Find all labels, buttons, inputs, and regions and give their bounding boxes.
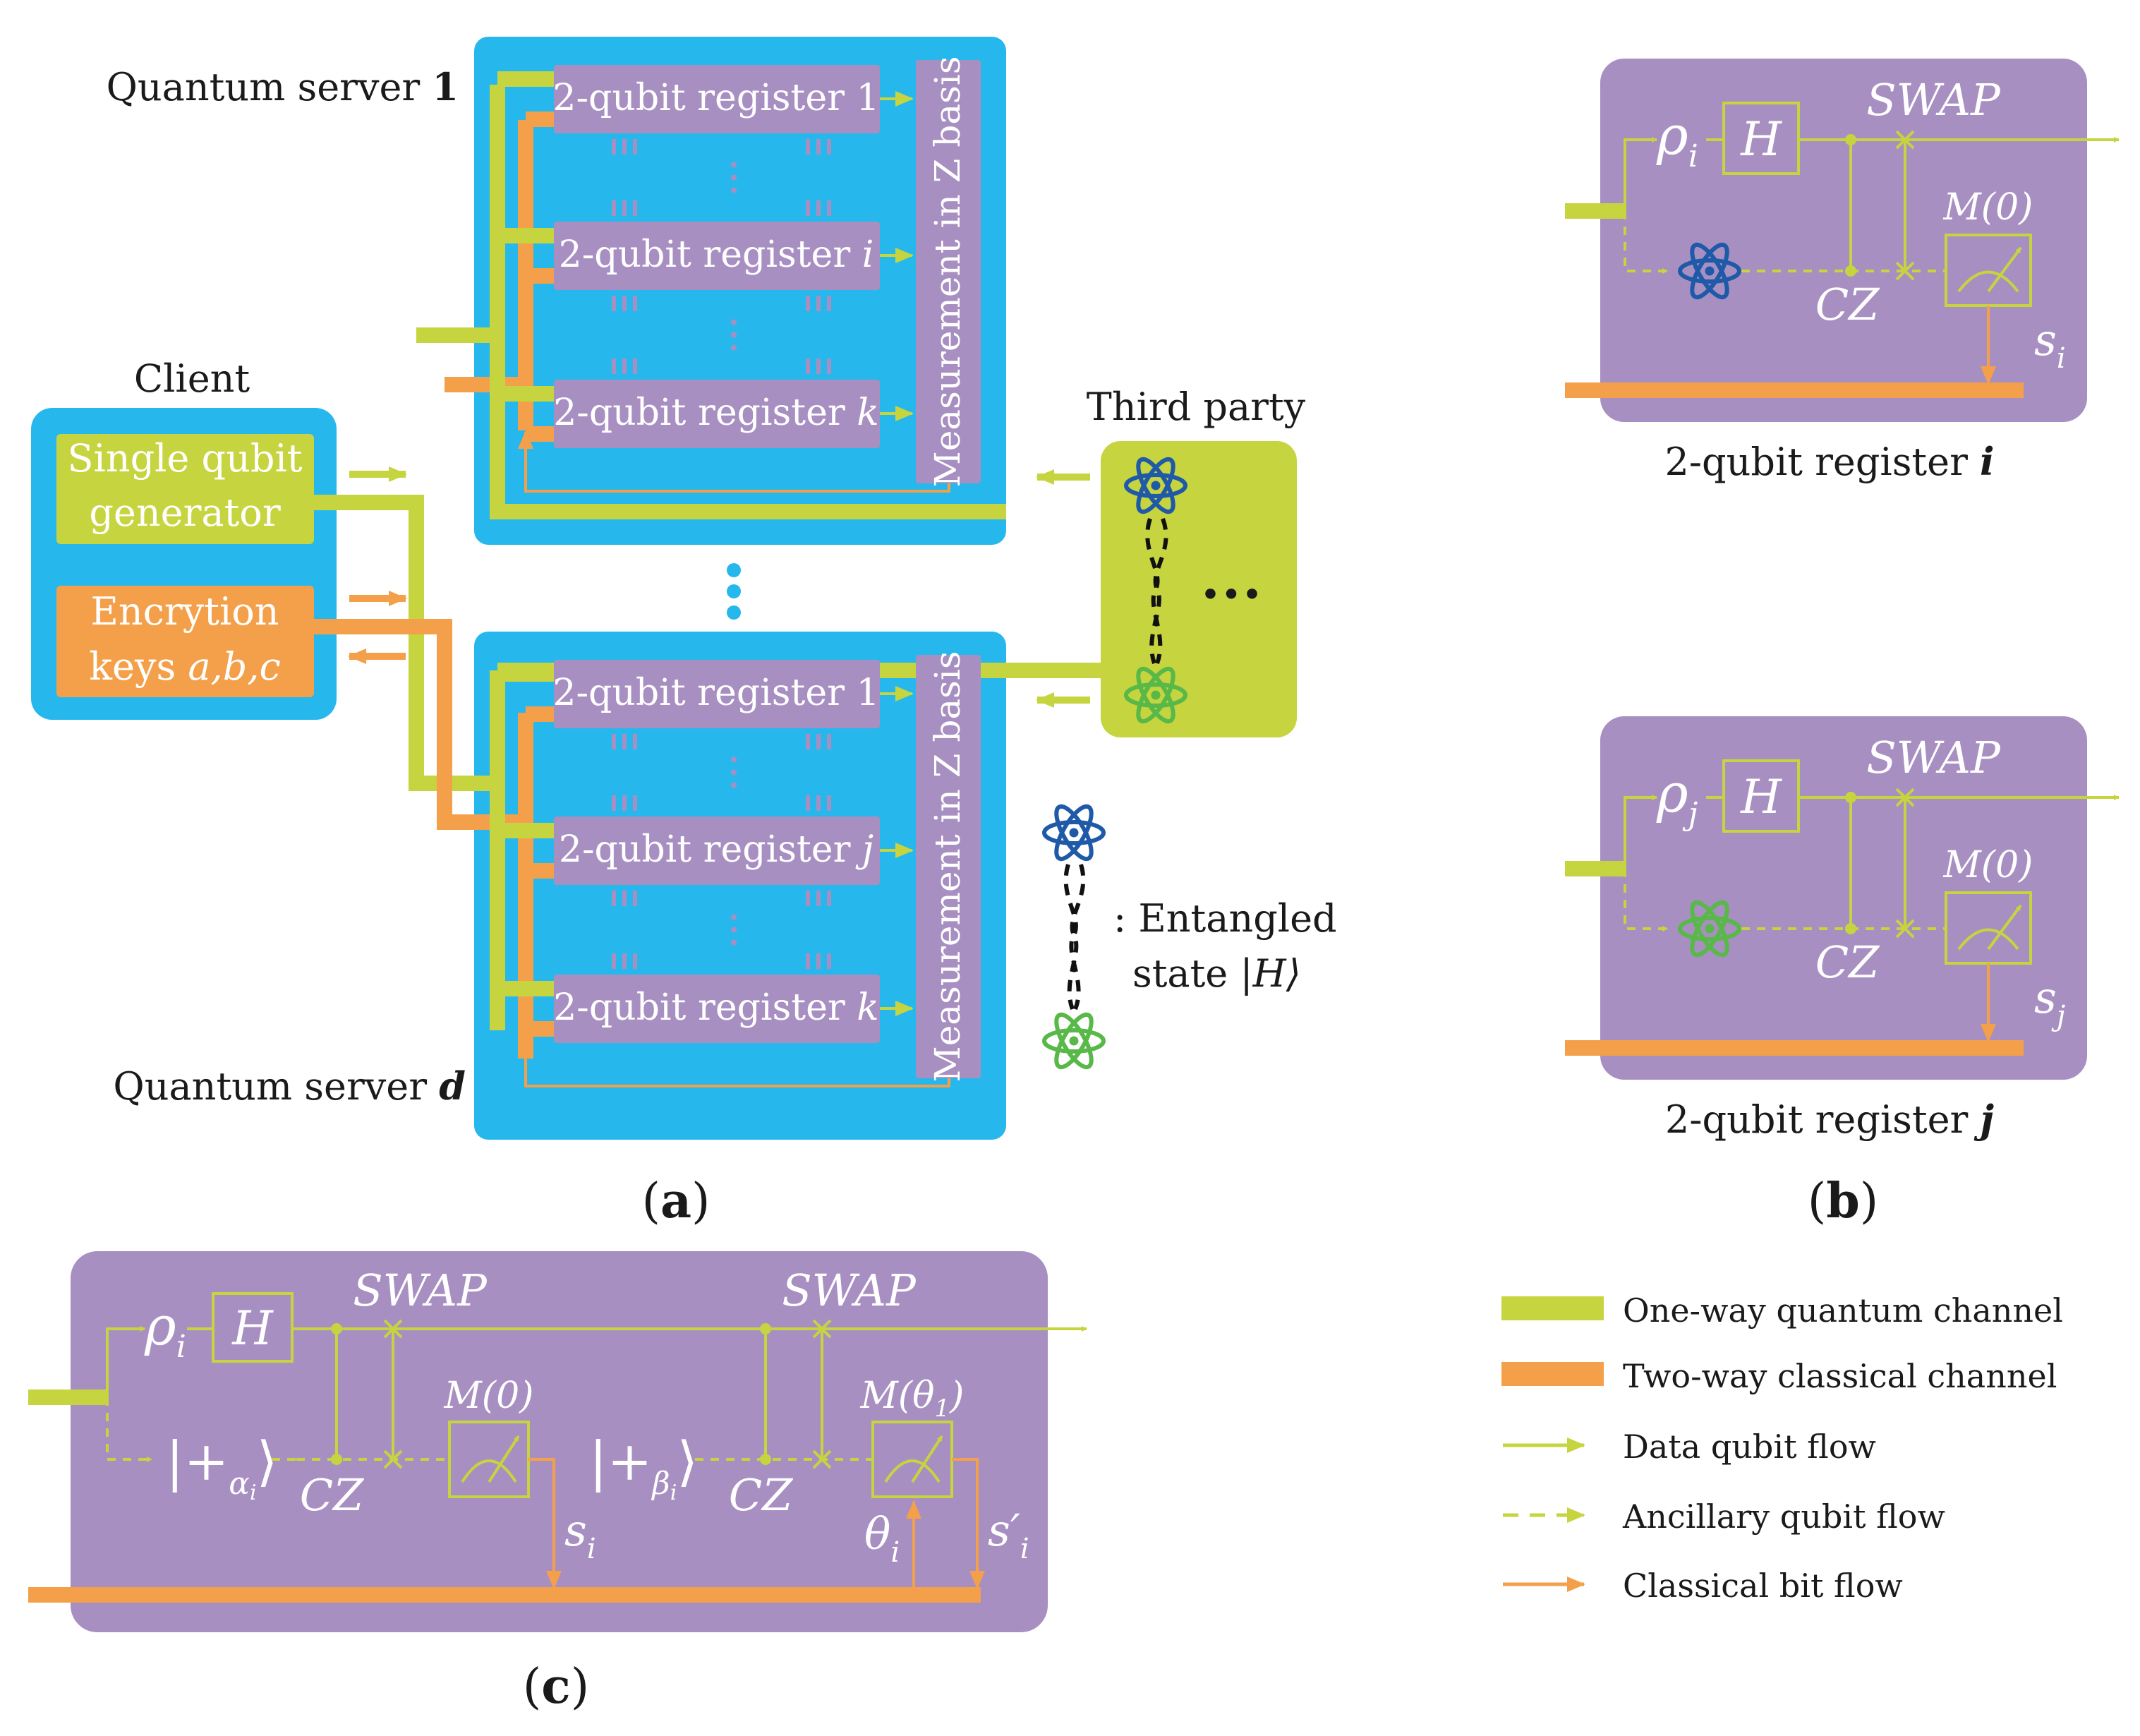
swap-label: SWAP bbox=[1866, 74, 2001, 126]
legend-item-3: Ancillary qubit flow bbox=[1503, 1497, 1945, 1536]
rho-label: ρi bbox=[1656, 104, 1698, 174]
circuit-box bbox=[1600, 716, 2087, 1080]
server-top-measurement-box bbox=[916, 60, 981, 483]
server-bottom-register-label: 2-qubit register k bbox=[553, 987, 879, 1029]
legend-label: Ancillary qubit flow bbox=[1622, 1497, 1945, 1536]
s-label: si bbox=[2034, 314, 2066, 375]
legend-swatch bbox=[1501, 1296, 1604, 1320]
legend-swatch bbox=[1501, 1362, 1604, 1386]
server-top-register-2 bbox=[554, 380, 880, 448]
server-top-register-label: 2-qubit register k bbox=[553, 392, 879, 434]
swap-label: SWAP bbox=[1866, 732, 2001, 783]
server-bottom-measurement-box bbox=[916, 655, 981, 1078]
panel-a: Client Single qubit generator Encrytion … bbox=[31, 37, 1337, 1229]
c-theta: θi bbox=[864, 1508, 900, 1569]
c-s: si bbox=[564, 1505, 596, 1565]
c-meter2-label: M(θ1) bbox=[860, 1375, 965, 1423]
legend-item-1: Two-way classical channel bbox=[1501, 1357, 2057, 1395]
gate-h-label: H bbox=[1740, 112, 1782, 167]
meter-label: M(0) bbox=[1943, 844, 2033, 886]
server-top-register-1 bbox=[554, 222, 880, 290]
cz-label: CZ bbox=[1815, 936, 1880, 988]
third-party-title: Third party bbox=[1087, 385, 1306, 429]
c-cz2: CZ bbox=[729, 1469, 793, 1521]
panel-a-label: (a) bbox=[641, 1173, 710, 1229]
server-bottom-register-label: 2-qubit register 1 bbox=[552, 672, 879, 714]
c-swap1: SWAP bbox=[353, 1265, 488, 1316]
register-circuit-1: ρj H CZ SWAP M(0) sj 2-qubit register j bbox=[1565, 716, 2120, 1142]
server-bottom-register-1 bbox=[554, 816, 880, 885]
qubit-generator-box bbox=[56, 434, 314, 544]
qubit-generator-line2: generator bbox=[89, 490, 280, 535]
panel-c-box bbox=[71, 1251, 1048, 1632]
cz-label: CZ bbox=[1815, 279, 1880, 330]
third-party-box bbox=[1101, 441, 1297, 737]
panel-c: ρi H CZ SWAP |+αi⟩ M(0) si |+βi⟩ CZ bbox=[28, 1251, 1087, 1715]
keys-box bbox=[56, 586, 314, 697]
legend-label: Classical bit flow bbox=[1623, 1567, 1903, 1605]
legend-item-0: One-way quantum channel bbox=[1501, 1291, 2063, 1330]
circuit-box bbox=[1600, 59, 2087, 422]
register-caption: 2-qubit register i bbox=[1664, 439, 1994, 484]
keys-line2: keys a,b,c bbox=[89, 644, 280, 689]
c-meter1-label: M(0) bbox=[444, 1375, 534, 1417]
server-bottom-register-0 bbox=[554, 660, 880, 728]
c-rho: ρi bbox=[144, 1294, 186, 1365]
server-bottom-title: Quantum server d bbox=[113, 1063, 466, 1109]
c-s-prime: s′i bbox=[988, 1505, 1029, 1565]
server-top-register-label: 2-qubit register i bbox=[559, 234, 874, 276]
panel-c-label: (c) bbox=[523, 1658, 589, 1715]
server-top-registers: 2-qubit register 1 2-qubit register i 2-qu… bbox=[497, 56, 981, 493]
qubit-generator-line1: Single qubit bbox=[68, 436, 303, 481]
server-top-measurement-label: Measurement in Z basis bbox=[927, 56, 968, 488]
server-bottom-measurement-label: Measurement in Z basis bbox=[927, 651, 968, 1083]
server-top-register-0 bbox=[554, 65, 880, 133]
c-gate-h-label: H bbox=[231, 1301, 274, 1356]
panel-b-label: (b) bbox=[1808, 1173, 1879, 1229]
entangled-label-line1: : Entangled bbox=[1113, 896, 1337, 941]
entangled-atom-green-icon bbox=[1044, 1010, 1104, 1072]
register-caption: 2-qubit register j bbox=[1665, 1097, 1995, 1142]
legend-label: Two-way classical channel bbox=[1623, 1357, 2057, 1395]
legend-label: One-way quantum channel bbox=[1623, 1291, 2063, 1330]
third-party-ellipsis: ••• bbox=[1200, 574, 1262, 615]
server-bottom-register-label: 2-qubit register j bbox=[559, 828, 873, 871]
legend-label: Data qubit flow bbox=[1623, 1428, 1876, 1466]
server-bottom-registers: 2-qubit register 1 2-qubit register j 2-qu… bbox=[497, 651, 981, 1087]
register-circuit-0: ρi H CZ SWAP M(0) si 2-qubit register i bbox=[1565, 59, 2120, 484]
c-swap2: SWAP bbox=[782, 1265, 917, 1316]
keys-line1: Encrytion bbox=[90, 589, 279, 634]
entangled-atom-blue-icon bbox=[1044, 802, 1104, 864]
client-title: Client bbox=[134, 356, 250, 401]
server-top-register-label: 2-qubit register 1 bbox=[552, 77, 879, 119]
entangled-label-line2: state |H⟩ bbox=[1132, 951, 1301, 996]
server-bottom-register-2 bbox=[554, 975, 880, 1043]
legend-item-4: Classical bit flow bbox=[1503, 1567, 1903, 1605]
s-label: sj bbox=[2034, 972, 2065, 1032]
server-top-title: Quantum server 1 bbox=[107, 64, 459, 109]
c-cz1: CZ bbox=[300, 1469, 364, 1521]
meter-label: M(0) bbox=[1943, 186, 2033, 229]
gate-h-label: H bbox=[1740, 770, 1782, 824]
rho-label: ρj bbox=[1656, 761, 1698, 832]
legend-item-2: Data qubit flow bbox=[1503, 1428, 1876, 1466]
